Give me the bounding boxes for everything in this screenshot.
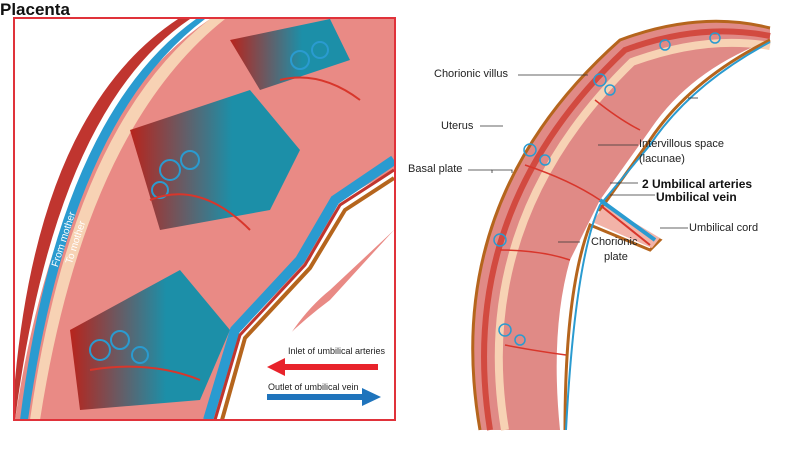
lacunae-label: (lacunae): [639, 153, 685, 165]
inlet-arrow-icon: [267, 358, 378, 376]
uterus-label: Uterus: [441, 120, 474, 132]
inlet-legend-label: Inlet of umbilical arteries: [288, 346, 386, 356]
uterus-wall: [15, 19, 190, 419]
placenta-title: Placenta: [0, 0, 70, 19]
placenta-section: [471, 19, 771, 431]
umbilical-cord-label: Umbilical cord: [689, 222, 759, 234]
leader-lines: [468, 74, 698, 243]
intervillous-space-label: Intervillous space: [639, 138, 724, 150]
chorionic-villus-label: Chorionic villus: [434, 68, 508, 80]
outlet-legend-label: Outlet of umbilical vein: [268, 382, 359, 392]
umbilical-arteries-label: 2 Umbilical arteries: [642, 177, 753, 191]
outlet-arrow-icon: [267, 388, 381, 406]
chorionic-plate-label-1: Chorionic: [591, 236, 638, 248]
panel-border: [13, 17, 396, 421]
umbilical-vein-label: Umbilical vein: [656, 190, 737, 204]
chorionic-plate-label-2: plate: [604, 251, 628, 263]
magnified-section: [15, 19, 394, 419]
basal-plate-label: Basal plate: [408, 163, 463, 175]
